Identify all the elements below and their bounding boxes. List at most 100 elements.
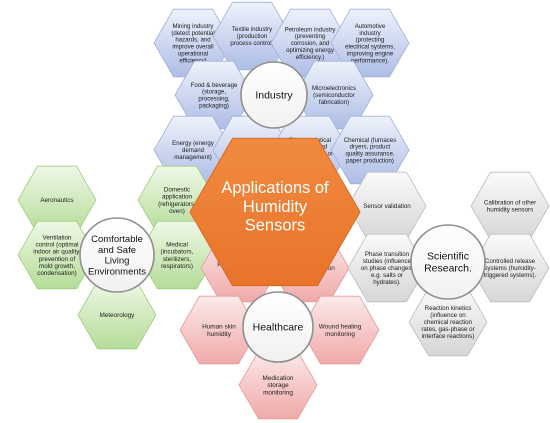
industry-hexagon-label-line: dryers, product	[350, 144, 391, 151]
scientific-hexagon	[347, 233, 427, 303]
industry-hexagon-label-line: improving engine	[347, 51, 394, 58]
industry-hexagon-label-line: quality assurance,	[345, 151, 394, 158]
industry-hexagon-label-line: process control)	[230, 40, 273, 47]
comfort-hexagon-label-line: Aeronautics	[40, 197, 73, 204]
industry-hexagon-label-line: Chemical (furnaces	[344, 137, 397, 144]
scientific-hexagon-label-line: humidity sensors	[487, 207, 533, 214]
industry-hexagon-label-line: processing,	[198, 96, 229, 103]
industry-hexagon-label-line: performance).	[351, 57, 389, 64]
scientific-hub-label-line: Scientific	[427, 251, 469, 263]
comfort-hexagon	[17, 220, 97, 290]
industry-hexagon-label-line: (preventing	[295, 33, 326, 40]
industry-hexagon	[330, 8, 410, 78]
healthcare-hub-label: Healthcare	[253, 322, 304, 334]
industry-hexagon-label-line: corrosion, and	[291, 40, 330, 47]
industry-hexagon-label-line: demand	[182, 147, 204, 154]
industry-hexagon-label-line: (production	[237, 33, 268, 40]
industry-hub-label: Industry	[255, 90, 293, 102]
industry-hexagon-label-line: efficiency)	[179, 57, 206, 64]
comfort-hexagon-label: Aeronautics	[40, 197, 73, 204]
healthcare-hub-circle	[242, 291, 314, 363]
industry-hexagon-label-line: paper production)	[346, 158, 394, 165]
industry-hexagon-label-line: Mining industry	[173, 23, 215, 30]
comfort-hexagon-label-line: (refrigerators,	[158, 201, 196, 208]
healthcare-hexagon	[179, 295, 259, 365]
industry-hexagon-label-line: fabrication)	[319, 99, 349, 106]
diagram-title-line: Humidity	[243, 198, 308, 216]
scientific-hexagon-label-line: systems (humidity-	[484, 265, 536, 272]
healthcare-hexagon-label-line: Human skin	[202, 324, 236, 331]
comfort-hub-label-line: Living	[105, 256, 130, 267]
healthcare-hexagon-label-line: Medication	[263, 375, 294, 382]
industry-hexagon-label-line: (protecting	[356, 37, 385, 44]
industry-hexagon-label-line: Energy (energy	[172, 140, 215, 147]
industry-hexagon-label-line: (storage,	[202, 89, 226, 96]
comfort-hexagon-label-line: indoor air quality,	[33, 249, 81, 256]
industry-hexagon-label-line: industry	[359, 30, 381, 37]
scientific-hexagon-label-line: e.g. salts or	[371, 272, 403, 279]
industry-hexagon-label-line: packaging)	[199, 103, 229, 110]
comfort-hexagon-label-line: condensation)	[37, 270, 77, 277]
industry-hexagon-label-line: hazards, and	[175, 37, 210, 44]
scientific-hexagon-label-line: Calibration of other	[484, 200, 536, 207]
scientific-hexagon-label-line: chemical reaction	[424, 319, 473, 326]
comfort-hexagon-label-line: sterilizers,	[163, 256, 192, 263]
comfort-hub-label-line: Comfortable	[91, 234, 143, 245]
scientific-hexagon-label-line: Controlled release	[485, 258, 536, 265]
comfort-hub-label-line: Environments	[88, 266, 146, 277]
scientific-hub-label-line: Research.	[424, 263, 472, 275]
scientific-hexagon-label-line: Sensor validation	[363, 203, 411, 210]
scientific-hexagon-label-line: studies (influence	[363, 258, 412, 265]
scientific-hexagon-label-line: (influence on	[430, 312, 466, 319]
comfort-hexagon-label-line: (incubators,	[161, 249, 194, 256]
comfort-hub-circle	[79, 217, 155, 293]
scientific-hexagon-label-line: rates, gas-phase or	[421, 326, 474, 333]
scientific-hexagon-label-line: hydrates).	[373, 279, 401, 286]
diagram-title-line: Applications of	[221, 179, 329, 197]
industry-hexagon-label-line: optimizing energy	[286, 47, 335, 54]
comfort-hexagon-label-line: Meteorology	[100, 312, 136, 319]
comfort-hexagon-label-line: mold growth,	[39, 263, 75, 270]
industry-hexagon-label-line: management)	[174, 154, 212, 161]
comfort-hexagon-label-line: Medical	[166, 242, 188, 249]
comfort-hexagon-label-line: Ventilation	[42, 234, 72, 241]
scientific-hexagon-label: Sensor validation	[363, 203, 411, 210]
industry-hexagon-label-line: operational	[178, 51, 208, 58]
scientific-hub-circle	[410, 224, 486, 300]
industry-hexagon-label-line: Microelectronics	[312, 85, 356, 92]
industry-hexagon-label-line: Automotive	[355, 23, 386, 30]
comfort-hexagon-label: Medical(incubators,sterilizers,respirato…	[161, 242, 194, 270]
healthcare-hexagon-label-line: humidity	[207, 331, 232, 338]
healthcare-hexagon-label-line: Wound healing	[319, 324, 362, 331]
comfort-hexagon-label-line: Domestic	[164, 187, 190, 194]
comfort-hexagon-label-line: control (optimal	[35, 242, 78, 249]
comfort-hexagon-label-line: prevention of	[39, 256, 76, 263]
scientific-hexagon-label-line: interface reactions)	[422, 333, 475, 340]
industry-hexagon-label-line: efficiency.)	[296, 54, 325, 61]
healthcare-hexagon-label-line: monitoring	[263, 390, 293, 397]
comfort-hub-label-line: and Safe	[98, 245, 136, 256]
scientific-hexagon-label-line: on phase changes,	[361, 265, 414, 272]
industry-hexagon-label-line: Textile industry	[232, 26, 273, 33]
industry-hexagon-label: Food & beverage(storage,processing,packa…	[191, 82, 238, 110]
industry-hexagon-label-line: Petroleum industry	[285, 26, 337, 33]
